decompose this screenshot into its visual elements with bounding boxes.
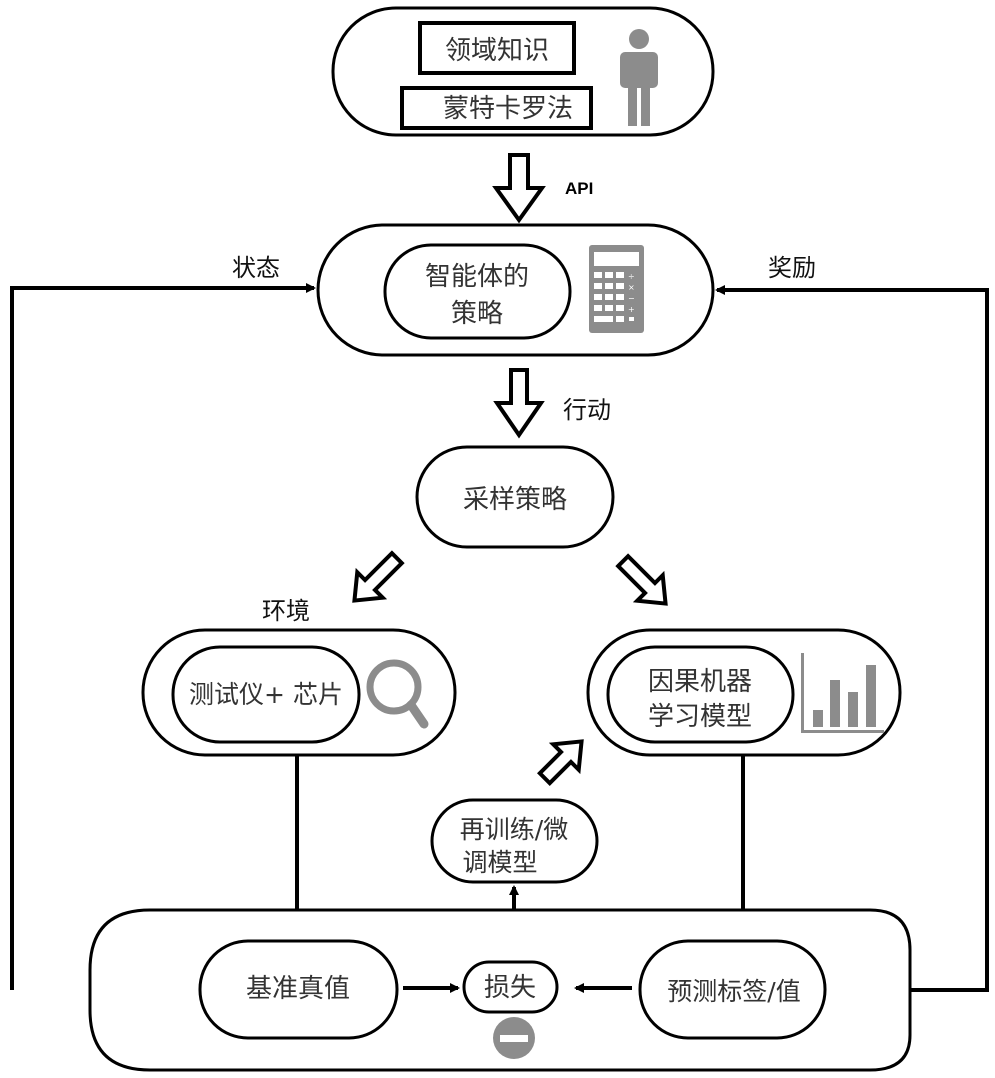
svg-text:+: + bbox=[628, 305, 635, 314]
policy-label-line1: 智能体的 bbox=[425, 262, 529, 292]
causal-ml-label-line1: 因果机器 bbox=[648, 667, 752, 697]
svg-text:−: − bbox=[628, 294, 635, 303]
state-label: 状态 bbox=[232, 254, 280, 282]
retrain-arrow bbox=[532, 729, 594, 791]
model-block: 因果机器 学习模型 bbox=[588, 630, 900, 755]
minus-circle-icon bbox=[493, 1017, 535, 1059]
causal-ml-label-line2: 学习模型 bbox=[648, 702, 752, 732]
domain-knowledge-label: 领域知识 bbox=[445, 36, 549, 66]
prediction-label: 预测标签/值 bbox=[667, 977, 800, 1006]
env-arrow bbox=[342, 545, 410, 613]
sampling-strategy-label: 采样策略 bbox=[463, 485, 567, 515]
calculator-icon: ÷ × − + bbox=[589, 245, 644, 333]
svg-text:×: × bbox=[628, 283, 635, 292]
top-block: 领域知识 蒙特卡罗法 bbox=[333, 8, 713, 135]
api-label: API bbox=[565, 179, 593, 198]
model-arrow bbox=[610, 548, 678, 616]
tester-chip-label: 测试仪+ 芯片 bbox=[189, 680, 343, 709]
reward-label: 奖励 bbox=[768, 254, 816, 282]
api-arrow bbox=[496, 155, 542, 220]
action-arrow bbox=[497, 370, 541, 435]
loss-label: 损失 bbox=[484, 973, 536, 1003]
action-label: 行动 bbox=[563, 396, 611, 424]
policy-label-line2: 策略 bbox=[451, 299, 503, 329]
monte-carlo-label: 蒙特卡罗法 bbox=[443, 94, 573, 124]
retrain-label-line1: 再训练/微 bbox=[460, 815, 568, 844]
agent-block: 智能体的 策略 ÷ × − + bbox=[318, 225, 713, 355]
environment-block: 测试仪+ 芯片 bbox=[143, 630, 455, 755]
retrain-label-line2: 调模型 bbox=[462, 848, 537, 877]
bottom-block: 基准真值 损失 预测标签/值 bbox=[90, 910, 910, 1070]
svg-text:÷: ÷ bbox=[628, 272, 635, 281]
ground-truth-label: 基准真值 bbox=[246, 974, 350, 1004]
environment-label: 环境 bbox=[262, 597, 310, 625]
